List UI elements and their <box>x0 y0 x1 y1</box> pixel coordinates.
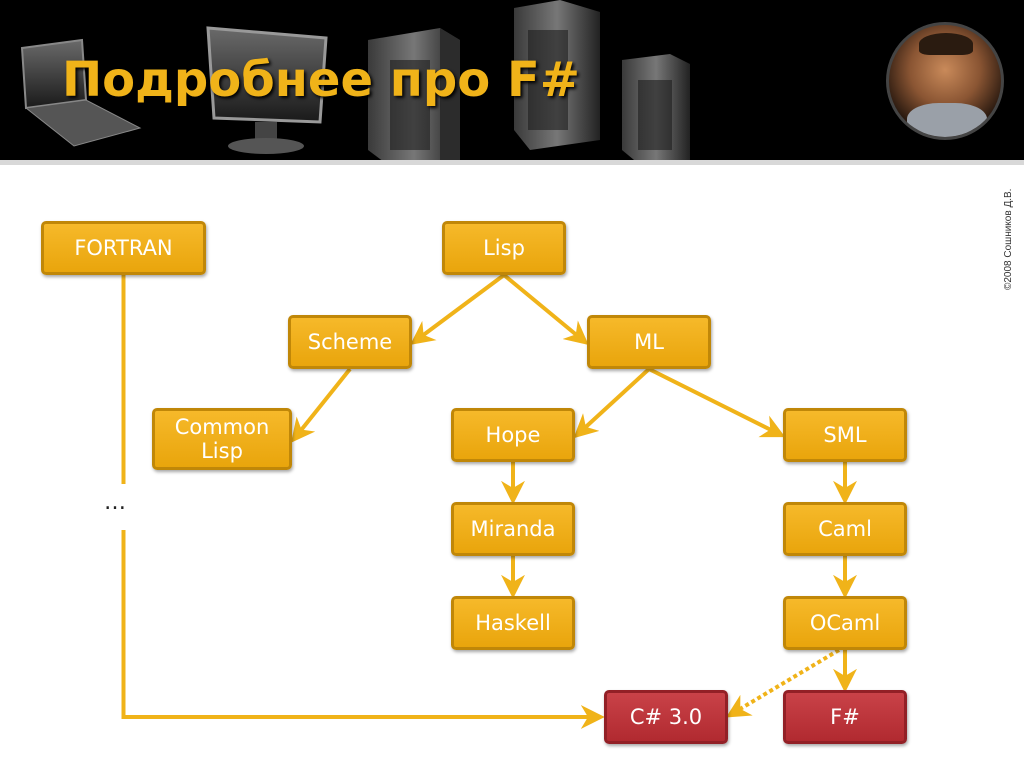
ellipsis-text: … <box>104 490 128 515</box>
computer-hardware-illustration <box>20 0 690 165</box>
server-tower-icon <box>622 54 690 165</box>
node-ml: ML <box>587 315 711 369</box>
node-lisp: Lisp <box>442 221 566 275</box>
laptop-icon <box>20 38 142 147</box>
node-fsharp: F# <box>783 690 907 744</box>
node-common-lisp: Common Lisp <box>152 408 292 470</box>
author-photo <box>886 22 1004 140</box>
node-caml: Caml <box>783 502 907 556</box>
avatar-hair <box>919 33 973 55</box>
node-ocaml: OCaml <box>783 596 907 650</box>
edge-ocaml-to-csharp <box>725 648 841 718</box>
edge-lisp-to-scheme <box>410 273 506 345</box>
node-sml: SML <box>783 408 907 462</box>
node-miranda: Miranda <box>451 502 575 556</box>
node-scheme: Scheme <box>288 315 412 369</box>
server-tower-icon <box>368 28 460 165</box>
monitor-icon <box>206 26 328 154</box>
edge-ml-to-sml <box>648 367 786 438</box>
edge-fortran-to-csharp <box>121 530 605 729</box>
edge-lisp-to-ml <box>502 273 589 346</box>
edge-scheme-to-common_lisp <box>291 367 352 443</box>
node-haskell: Haskell <box>451 596 575 650</box>
edge-ml-to-hope <box>573 367 651 439</box>
server-tower-icon <box>514 0 600 150</box>
header-banner <box>0 0 1024 165</box>
node-csharp: C# 3.0 <box>604 690 728 744</box>
slide-title: Подробнее про F# <box>62 52 580 108</box>
avatar-shirt <box>907 103 987 137</box>
node-hope: Hope <box>451 408 575 462</box>
node-fortran: FORTRAN <box>41 221 206 275</box>
header-divider <box>0 160 1024 165</box>
